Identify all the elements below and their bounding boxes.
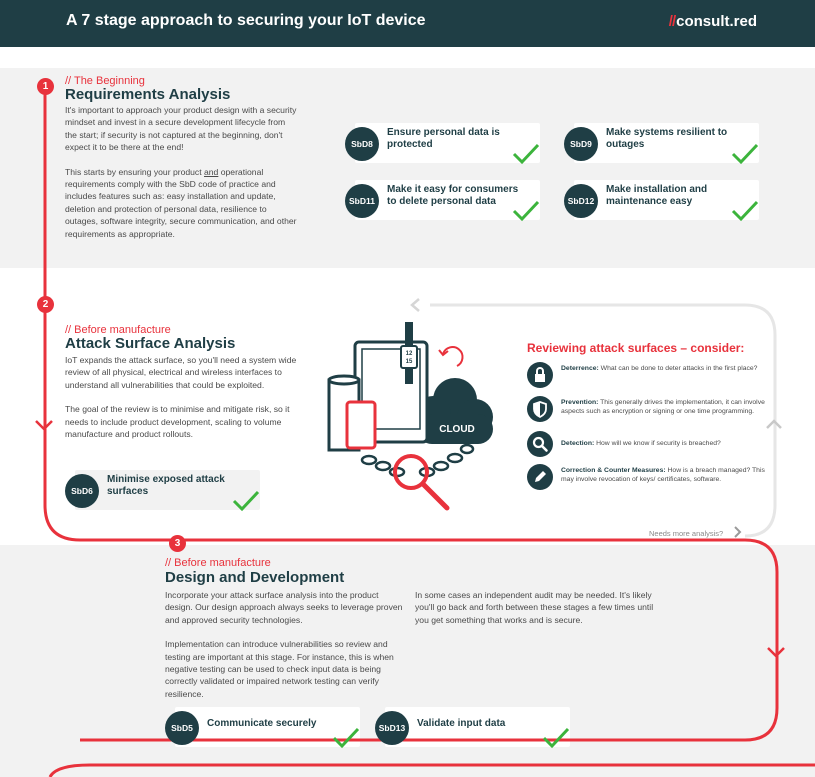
sbd-code-badge: SbD5 bbox=[165, 711, 199, 745]
stage-2-para-2: The goal of the review is to minimise an… bbox=[65, 404, 290, 440]
svg-text:12: 12 bbox=[406, 351, 413, 357]
svg-text:15: 15 bbox=[406, 359, 413, 365]
shield-icon bbox=[527, 396, 553, 422]
magnifier-icon bbox=[393, 454, 450, 511]
stage-3-para-3: In some cases an independent audit may b… bbox=[415, 590, 654, 625]
stage-3-para-2: Implementation can introduce vulnerabili… bbox=[165, 639, 394, 699]
sbd-code-badge: SbD13 bbox=[375, 711, 409, 745]
sbd-code-badge: SbD9 bbox=[564, 127, 598, 161]
stage-2-title: Attack Surface Analysis bbox=[65, 335, 236, 352]
checkmark-icon bbox=[232, 490, 260, 512]
sbd5-card: SbD5 Communicate securely bbox=[165, 707, 365, 749]
lock-icon bbox=[527, 362, 553, 388]
consider-correction: Correction & Counter Measures: How is a … bbox=[527, 464, 767, 494]
refresh-icon bbox=[438, 346, 464, 367]
smartphone-icon bbox=[345, 400, 377, 450]
checkmark-icon bbox=[731, 200, 759, 222]
consider-detection: Detection: How will we know if security … bbox=[527, 431, 767, 461]
page-title: A 7 stage approach to securing your IoT … bbox=[66, 12, 426, 29]
stage-3-kicker: // Before manufacture bbox=[165, 557, 271, 569]
logo-text: consult.red bbox=[676, 13, 757, 30]
consult-red-logo[interactable]: //consult.red bbox=[669, 13, 757, 30]
checkmark-icon bbox=[512, 143, 540, 165]
track-arrow-down-1 bbox=[35, 420, 53, 431]
sbd-label: Communicate securely bbox=[207, 718, 317, 729]
stage-1-kicker: // The Beginning bbox=[65, 75, 145, 87]
stage-3-text-left: Incorporate your attack surface analysis… bbox=[165, 589, 403, 712]
stage-3-text-right: In some cases an independent audit may b… bbox=[415, 589, 655, 638]
loop-arrow-up bbox=[766, 419, 782, 429]
consider-deterrence: Deterrence: What can be done to deter at… bbox=[527, 362, 767, 392]
stage-2-para-1: IoT expands the attack surface, so you'l… bbox=[65, 355, 297, 390]
stage-3-para-1: Incorporate your attack surface analysis… bbox=[165, 590, 403, 625]
pencil-icon bbox=[527, 464, 553, 490]
stage-1-para-1: It's important to approach your product … bbox=[65, 105, 297, 153]
checkmark-icon bbox=[731, 143, 759, 165]
iot-devices-illustration: CLOUD 12 15 bbox=[327, 322, 493, 511]
loop-arrow-left bbox=[410, 298, 420, 312]
stage-1-text: It's important to approach your product … bbox=[65, 104, 297, 252]
logo-slashes: // bbox=[668, 13, 676, 30]
checkmark-icon bbox=[332, 727, 360, 749]
cloud-label: CLOUD bbox=[439, 424, 475, 435]
chain-icon bbox=[360, 443, 475, 478]
stage-2-badge: 2 bbox=[37, 296, 54, 313]
stage-2-text: IoT expands the attack surface, so you'l… bbox=[65, 354, 297, 452]
checkmark-icon bbox=[542, 727, 570, 749]
stage-3-title: Design and Development bbox=[165, 569, 345, 586]
stage-1-para-2: This starts by ensuring your product and… bbox=[65, 166, 297, 239]
sbd-code-badge: SbD8 bbox=[345, 127, 379, 161]
checkmark-icon bbox=[512, 200, 540, 222]
stage-3-badge: 3 bbox=[169, 535, 186, 552]
stage-1-title: Requirements Analysis bbox=[65, 86, 231, 103]
sbd13-card: SbD13 Validate input data bbox=[375, 707, 575, 749]
sbd-label: Validate input data bbox=[417, 718, 506, 729]
sbd-code-badge: SbD11 bbox=[345, 184, 379, 218]
consider-prevention: Prevention: This generally drives the im… bbox=[527, 396, 767, 426]
consider-title: Reviewing attack surfaces – consider: bbox=[527, 341, 745, 355]
sbd-code-badge: SbD12 bbox=[564, 184, 598, 218]
magnifier-icon bbox=[527, 431, 553, 457]
sbd-code-badge: SbD6 bbox=[65, 474, 99, 508]
stage-1-badge: 1 bbox=[37, 78, 54, 95]
header-bar: A 7 stage approach to securing your IoT … bbox=[0, 0, 815, 47]
chevron-right-icon[interactable] bbox=[733, 526, 743, 538]
needs-more-analysis-link[interactable]: Needs more analysis? bbox=[649, 529, 724, 538]
